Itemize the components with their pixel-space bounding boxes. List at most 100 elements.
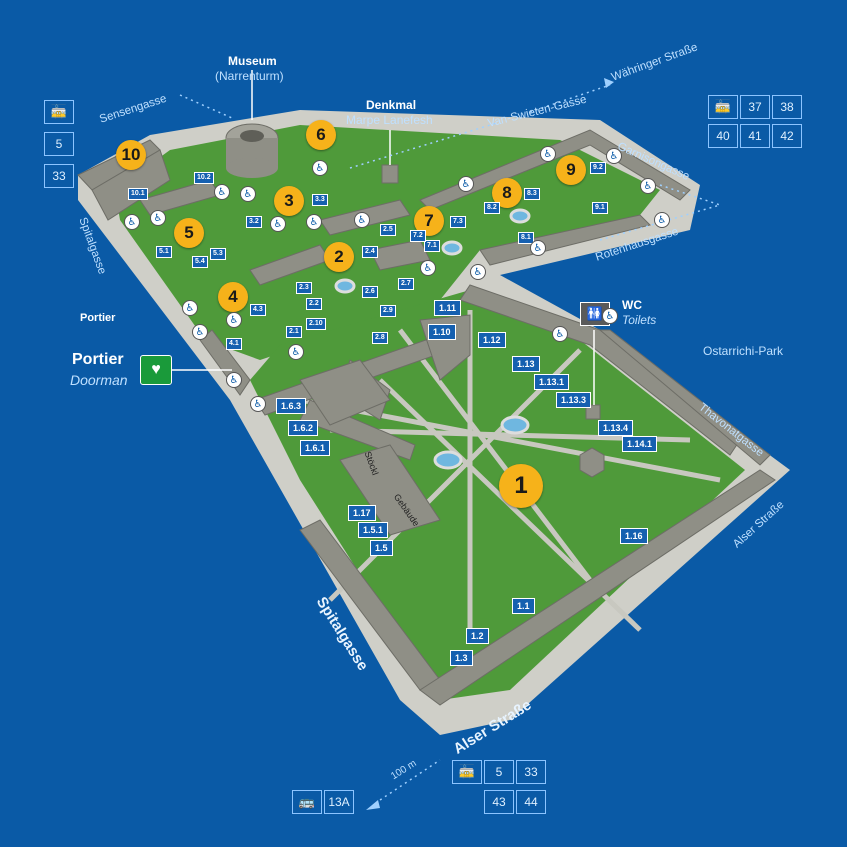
building-label[interactable]: 10.2 [194, 172, 214, 184]
building-label[interactable]: 5.4 [192, 256, 208, 268]
bus-line: 13A [324, 790, 354, 814]
building-label[interactable]: 1.16 [620, 528, 648, 544]
building-label[interactable]: 9.2 [590, 162, 606, 174]
building-label[interactable]: 1.2 [466, 628, 489, 644]
building-label[interactable]: 8.2 [484, 202, 500, 214]
building-label[interactable]: 8.3 [524, 188, 540, 200]
wheelchair-icon: ♿ [182, 300, 198, 316]
building-label[interactable]: 7.2 [410, 230, 426, 242]
building-label[interactable]: 1.11 [434, 300, 462, 316]
building-label[interactable]: 1.13.1 [534, 374, 570, 390]
building-label[interactable]: 2.4 [362, 246, 378, 258]
courtyard-9-marker[interactable]: 9 [556, 155, 586, 185]
building-label[interactable]: 2.5 [380, 224, 396, 236]
building-label[interactable]: 2.10 [306, 318, 326, 330]
wheelchair-icon: ♿ [124, 214, 140, 230]
building-label[interactable]: 1.13 [512, 356, 540, 372]
building-label[interactable]: 1.3 [450, 650, 473, 666]
building-label[interactable]: 1.12 [478, 332, 506, 348]
building-label[interactable]: 7.3 [450, 216, 466, 228]
wheelchair-icon: ♿ [540, 146, 556, 162]
tram-line: 43 [484, 790, 514, 814]
wheelchair-icon: ♿ [458, 176, 474, 192]
wheelchair-icon: ♿ [640, 178, 656, 194]
building-label[interactable]: 3.2 [246, 216, 262, 228]
wheelchair-icon: ♿ [602, 308, 618, 324]
building-label[interactable]: 1.6.3 [276, 398, 307, 414]
courtyard-10-marker[interactable]: 10 [116, 140, 146, 170]
building-label[interactable]: 1.5 [370, 540, 393, 556]
wheelchair-icon: ♿ [270, 216, 286, 232]
portier-small-label: Portier [80, 312, 116, 324]
tram-line: 33 [44, 164, 74, 188]
museum-title: Museum [228, 54, 277, 68]
building-label[interactable]: 1.10 [428, 324, 456, 340]
wheelchair-icon: ♿ [354, 212, 370, 228]
tram-line: 5 [484, 760, 514, 784]
courtyard-5-marker[interactable]: 5 [174, 218, 204, 248]
wheelchair-icon: ♿ [312, 160, 328, 176]
tram-line: 37 [740, 95, 770, 119]
museum-subtitle: (Narrenturm) [215, 69, 284, 83]
tram-line: 42 [772, 124, 802, 148]
building-label[interactable]: 2.7 [398, 278, 414, 290]
tram-line: 41 [740, 124, 770, 148]
courtyard-6-marker[interactable]: 6 [306, 120, 336, 150]
wheelchair-icon: ♿ [226, 372, 242, 388]
wheelchair-icon: ♿ [606, 148, 622, 164]
defibrillator-icon: ♥ [140, 355, 172, 385]
tram-icon: 🚋 [452, 760, 482, 784]
building-label[interactable]: 5.3 [210, 248, 226, 260]
building-label[interactable]: 3.3 [312, 194, 328, 206]
building-label[interactable]: 2.6 [362, 286, 378, 298]
courtyard-2-marker[interactable]: 2 [324, 242, 354, 272]
bus-icon: 🚌 [292, 790, 322, 814]
building-label[interactable]: 5.1 [156, 246, 172, 258]
wc-title: WC [622, 298, 642, 312]
wc-subtitle: Toilets [622, 313, 657, 327]
building-label[interactable]: 1.1 [512, 598, 535, 614]
building-label[interactable]: 7.1 [424, 240, 440, 252]
wheelchair-icon: ♿ [150, 210, 166, 226]
wheelchair-icon: ♿ [288, 344, 304, 360]
wheelchair-icon: ♿ [552, 326, 568, 342]
building-label[interactable]: 2.2 [306, 298, 322, 310]
building-label[interactable]: 1.6.2 [288, 420, 319, 436]
building-label[interactable]: 1.14.1 [622, 436, 658, 452]
tram-line: 38 [772, 95, 802, 119]
building-label[interactable]: 1.5.1 [358, 522, 389, 538]
wheelchair-icon: ♿ [530, 240, 546, 256]
wheelchair-icon: ♿ [420, 260, 436, 276]
building-label[interactable]: 1.13.4 [598, 420, 634, 436]
wheelchair-icon: ♿ [654, 212, 670, 228]
building-label[interactable]: 1.6.1 [300, 440, 331, 456]
tram-icon: 🚋 [708, 95, 738, 119]
building-label[interactable]: 4.1 [226, 338, 242, 350]
courtyard-3-marker[interactable]: 3 [274, 186, 304, 216]
courtyard-1-marker[interactable]: 1 [499, 464, 543, 508]
tram-line: 40 [708, 124, 738, 148]
building-label[interactable]: 2.3 [296, 282, 312, 294]
building-label[interactable]: 1.17 [348, 505, 376, 521]
tram-line: 33 [516, 760, 546, 784]
doorman-label: Doorman [70, 372, 128, 388]
building-label[interactable]: 1.13.3 [556, 392, 592, 408]
building-label[interactable]: 9.1 [592, 202, 608, 214]
wheelchair-icon: ♿ [226, 312, 242, 328]
wheelchair-icon: ♿ [214, 184, 230, 200]
building-label[interactable]: 2.8 [372, 332, 388, 344]
building-label[interactable]: 2.1 [286, 326, 302, 338]
building-label[interactable]: 8.1 [518, 232, 534, 244]
courtyard-4-marker[interactable]: 4 [218, 282, 248, 312]
tram-icon: 🚋 [44, 100, 74, 124]
denkmal-subtitle: Marpe Lanefesh [346, 113, 433, 127]
building-label[interactable]: 2.9 [380, 305, 396, 317]
park-label: Ostarrichi-Park [703, 344, 784, 358]
tram-line: 5 [44, 132, 74, 156]
portier-label: Portier [72, 351, 124, 368]
building-label[interactable]: 10.1 [128, 188, 148, 200]
wheelchair-icon: ♿ [240, 186, 256, 202]
building-label[interactable]: 4.3 [250, 304, 266, 316]
